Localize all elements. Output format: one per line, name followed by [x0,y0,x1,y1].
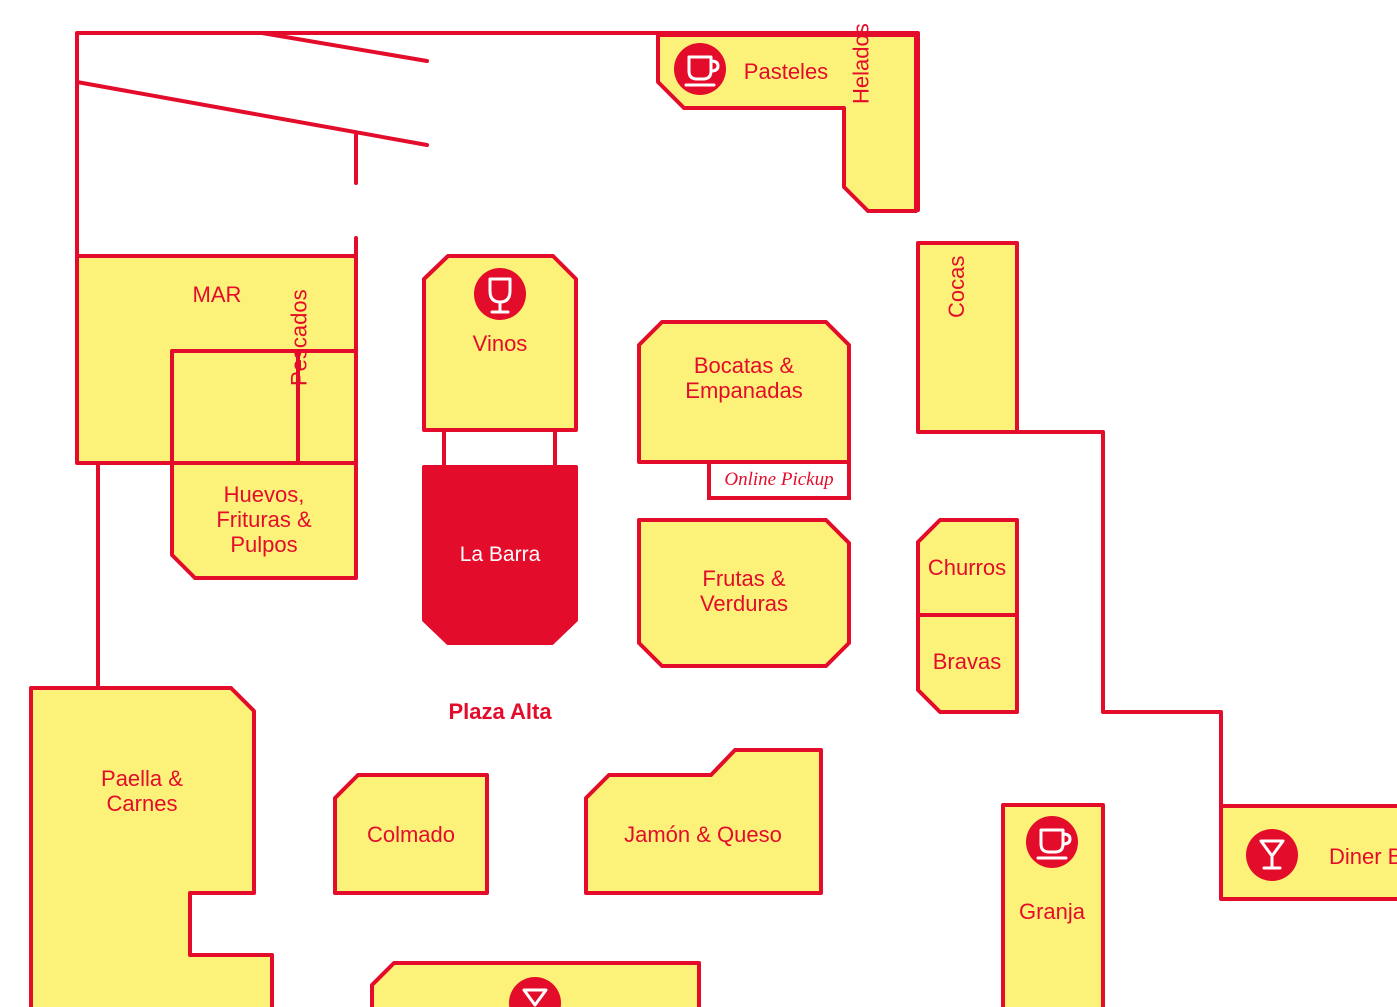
stall-label-vinos: Vinos [473,331,528,356]
stall-cocas-shape [916,241,1019,434]
stall-label-helados: Helados [849,23,874,104]
stall-churros[interactable]: Churros [916,518,1019,617]
online-pickup-label: Online Pickup [724,469,833,490]
stall-colmado-shape [333,773,489,895]
stall-label-granja: Granja [1019,899,1086,924]
cocktail-glass-icon [509,977,561,1007]
stall-bravas-shape [916,613,1019,714]
stall-frutas-shape [637,518,851,668]
stall-pescados[interactable]: Pescados [287,289,358,465]
stall-inner-box[interactable] [170,349,300,465]
stall-label-bocatas-line1: Bocatas & [694,353,795,378]
stall-la-barra[interactable]: La Barra [422,465,578,645]
area-label-plaza-alta: Plaza Alta [448,699,552,724]
stall-label-diner-bar: Diner B [1329,844,1397,869]
stall-la-barra-shape [422,465,578,645]
stall-paella-shape [29,686,274,1007]
stall-label-mar: MAR [193,282,242,307]
stall-frutas[interactable]: Frutas & Verduras [637,518,851,668]
stall-label-pasteles: Pasteles [744,59,828,84]
online-pickup-box[interactable]: Online Pickup [707,460,851,500]
stall-inner-box-shape [170,349,300,465]
stall-jamon-shape [584,748,823,895]
stall-cocas[interactable]: Cocas [916,241,1019,434]
coffee-cup-icon [1026,816,1078,868]
stall-label-huevos-line3: Pulpos [230,532,297,557]
stall-bottom-partial[interactable] [370,961,701,1007]
stall-label-pescados: Pescados [287,289,312,386]
stall-label-churros: Churros [928,555,1006,580]
stall-label-jamon: Jamón & Queso [624,822,782,847]
stall-huevos[interactable]: Huevos, Frituras & Pulpos [170,461,358,580]
stall-granja[interactable]: Granja [1001,803,1105,1007]
cocktail-glass-icon-glyph [522,988,548,1007]
stall-bocatas[interactable]: Bocatas & Empanadas [637,320,851,464]
stall-label-paella-line1: Paella & [101,766,183,791]
stall-bravas[interactable]: Bravas [916,613,1019,714]
stall-pasteles-helados[interactable]: Pasteles Helados [656,23,918,213]
wine-glass-icon [474,268,526,320]
stall-label-cocas: Cocas [944,256,969,318]
coffee-cup-icon [674,43,726,95]
entrance-line-lower [75,80,429,147]
stall-colmado[interactable]: Colmado [333,773,489,895]
coffee-cup-icon-glyph [1036,828,1072,860]
cocktail-glass-icon-glyph [1259,839,1285,870]
stall-pescados-shape [296,349,358,465]
stall-vinos[interactable]: Vinos [422,254,578,432]
stall-label-frutas-line1: Frutas & [702,566,785,591]
stall-label-bravas: Bravas [933,649,1001,674]
stall-paella[interactable]: Paella & Carnes [29,686,274,1007]
stall-diner-bar[interactable]: Diner B [1219,804,1397,901]
stall-jamon[interactable]: Jamón & Queso [584,748,823,895]
stall-label-huevos-line2: Frituras & [216,507,312,532]
stall-label-colmado: Colmado [367,822,455,847]
stall-label-frutas-line2: Verduras [700,591,788,616]
stall-label-huevos-line1: Huevos, [224,482,305,507]
entrance-line-upper [260,31,429,63]
stall-label-paella-line2: Carnes [107,791,178,816]
online-pickup-shape [707,460,851,500]
coffee-cup-icon-glyph [684,55,720,87]
wine-glass-icon-glyph [488,277,512,314]
stall-label-la-barra: La Barra [460,543,541,566]
east-wall [1015,430,1223,808]
stall-label-bocatas-line2: Empanadas [685,378,802,403]
stall-vinos-shape [422,254,578,432]
